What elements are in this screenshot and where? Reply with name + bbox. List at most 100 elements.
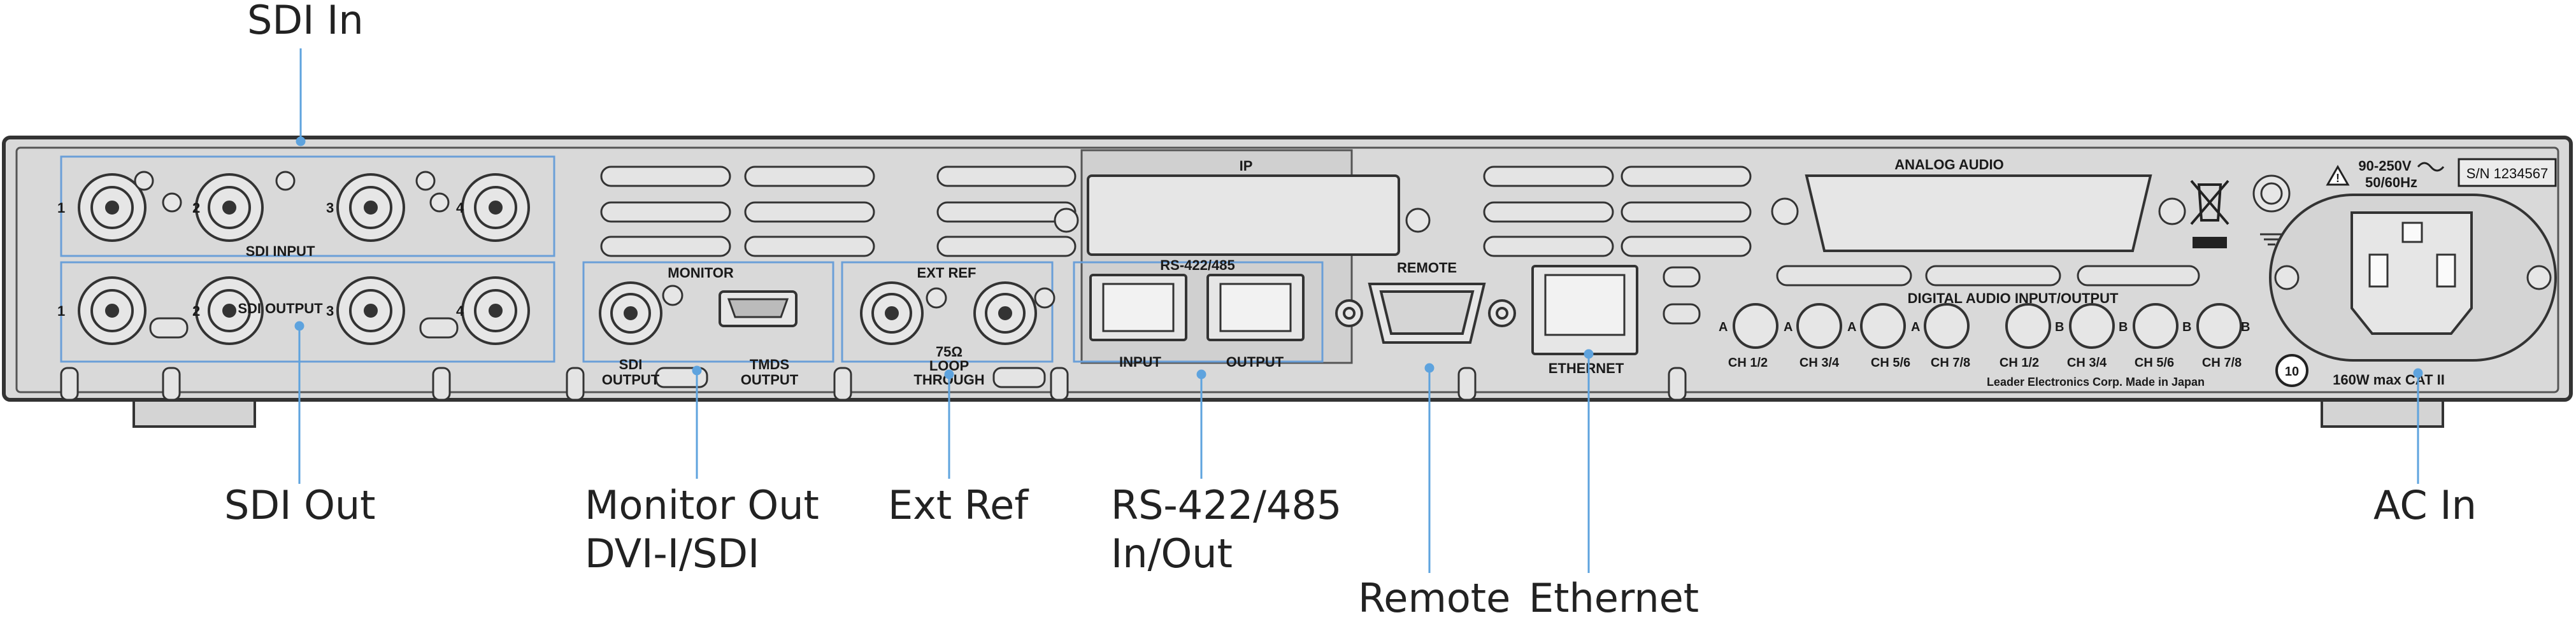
recycle-mark-icon: 10: [2275, 354, 2308, 387]
callout-ethernet: Ethernet: [1529, 575, 1699, 621]
svg-text:3: 3: [326, 303, 334, 319]
leader-lines: [294, 48, 2423, 573]
svg-text:B: B: [2241, 320, 2250, 334]
callout-monitor-out-line2: DVI-I/SDI: [585, 530, 760, 577]
power-rating-label: 160W max CAT II: [2333, 372, 2445, 388]
rs422-output-label: OUTPUT: [1226, 354, 1284, 370]
ethernet-label: ETHERNET: [1549, 360, 1624, 376]
svg-text:75Ω: 75Ω: [936, 344, 962, 360]
callout-monitor-out: Monitor Out DVI-I/SDI: [585, 481, 819, 578]
callout-monitor-out-line1: Monitor Out: [585, 482, 819, 528]
svg-text:CH 7/8: CH 7/8: [2202, 356, 2242, 370]
remote-label: REMOTE: [1397, 260, 1457, 276]
svg-text:CH 3/4: CH 3/4: [1800, 356, 1840, 370]
svg-text:SDI: SDI: [619, 357, 643, 372]
svg-text:A: A: [1719, 320, 1728, 334]
analog-audio-connector: [1805, 174, 2152, 252]
digital-audio-side-labels: A A A A B B B B: [1719, 320, 2250, 334]
sdi-input-group: [60, 155, 555, 257]
sdi-screws: [134, 171, 450, 213]
ext-ref-group: [841, 261, 1054, 363]
ac-inlet-screws: [2274, 265, 2552, 290]
frequency-label: 50/60Hz: [2365, 174, 2417, 190]
monitor-sdi-connector: [599, 281, 683, 345]
sdi-output-numbers: 1 2 3 4: [57, 303, 464, 319]
svg-text:TMDS: TMDS: [750, 357, 789, 372]
svg-text:10: 10: [2285, 365, 2299, 379]
svg-text:CH 5/6: CH 5/6: [2135, 356, 2174, 370]
sdi-input-label: SDI INPUT: [246, 243, 315, 259]
remote-connector: [1335, 283, 1516, 344]
callout-sdi-in: SDI In: [247, 0, 364, 43]
analog-audio-screws: [1771, 197, 2186, 225]
voltage-label: 90-250V: [2358, 158, 2412, 174]
callout-rs422: RS-422/485 In/Out: [1111, 481, 1342, 578]
sdi-output-label: SDI OUTPUT: [238, 300, 323, 316]
ip-slot: [1087, 174, 1400, 256]
digital-audio-channel-labels: CH 1/2 CH 3/4 CH 5/6 CH 7/8 CH 1/2 CH 3/…: [1728, 356, 2242, 370]
callout-remote: Remote: [1358, 575, 1511, 621]
callout-ext-ref: Ext Ref: [888, 482, 1029, 528]
rs422-input-label: INPUT: [1119, 354, 1162, 370]
ac-inlet-pins: [2368, 222, 2456, 288]
warning-icon: !: [2326, 164, 2350, 186]
ext-ref-label: EXT REF: [917, 265, 977, 281]
ext-ref-connectors: [860, 281, 1055, 345]
svg-text:4: 4: [456, 303, 464, 319]
svg-text:A: A: [1784, 320, 1792, 334]
svg-text:B: B: [2119, 320, 2128, 334]
weee-bin-icon: [2190, 180, 2229, 248]
sdi-output-group: [60, 261, 555, 363]
svg-text:CH 7/8: CH 7/8: [1931, 356, 1970, 370]
svg-text:CH 1/2: CH 1/2: [2000, 356, 2039, 370]
hdmi-port: [719, 290, 798, 327]
svg-text:CH 1/2: CH 1/2: [1728, 356, 1768, 370]
rs422-group: [1073, 261, 1324, 363]
digital-audio-slots: [1776, 265, 2200, 286]
monitor-sub-labels: SDI OUTPUT TMDS OUTPUT: [602, 357, 799, 388]
rs422-ports: [1089, 274, 1305, 341]
right-foot: [2321, 396, 2444, 428]
callout-sdi-out: SDI Out: [224, 482, 376, 528]
callout-ac-in: AC In: [2373, 482, 2477, 528]
left-foot: [132, 396, 256, 428]
svg-text:B: B: [2055, 320, 2064, 334]
svg-text:1: 1: [57, 200, 65, 216]
sdi-input-numbers: 1 2 3 4: [57, 200, 464, 216]
svg-text:B: B: [2182, 320, 2191, 334]
sdi-output-slots: [149, 317, 459, 339]
svg-text:2: 2: [192, 303, 200, 319]
sdi-input-connectors: [78, 173, 530, 242]
ip-label: IP: [1240, 158, 1253, 174]
chassis-inner: [15, 146, 2559, 393]
svg-text:A: A: [1847, 320, 1856, 334]
serial-box: [2458, 158, 2557, 187]
upper-vents: [600, 166, 1752, 325]
ac-inlet-socket: [2351, 211, 2473, 335]
ip-screws: [1054, 208, 1431, 233]
callout-rs422-line1: RS-422/485: [1111, 482, 1342, 528]
rs422-label: RS-422/485: [1160, 257, 1234, 273]
svg-text:A: A: [1911, 320, 1920, 334]
svg-text:OUTPUT: OUTPUT: [602, 372, 660, 388]
ethernet-port: [1531, 265, 1638, 355]
svg-text:OUTPUT: OUTPUT: [741, 372, 799, 388]
svg-text:1: 1: [57, 303, 65, 319]
callout-rs422-line2: In/Out: [1111, 530, 1233, 577]
svg-text:4: 4: [456, 200, 464, 216]
monitor-label: MONITOR: [668, 265, 734, 281]
svg-text:!: !: [2336, 172, 2340, 185]
sdi-output-connectors: [78, 276, 530, 345]
monitor-group: [582, 261, 834, 363]
digital-audio-connectors: [1733, 303, 2242, 349]
svg-text:2: 2: [192, 200, 200, 216]
serial-label: S/N 1234567: [2466, 166, 2548, 181]
svg-text:CH 3/4: CH 3/4: [2067, 356, 2107, 370]
svg-text:CH 5/6: CH 5/6: [1871, 356, 1910, 370]
maker-label: Leader Electronics Corp. Made in Japan: [1987, 376, 2205, 388]
ground-terminal-icon: [2252, 174, 2291, 246]
ac-tilde-icon: [2417, 162, 2445, 172]
svg-text:3: 3: [326, 200, 334, 216]
analog-audio-label: ANALOG AUDIO: [1894, 157, 2004, 173]
